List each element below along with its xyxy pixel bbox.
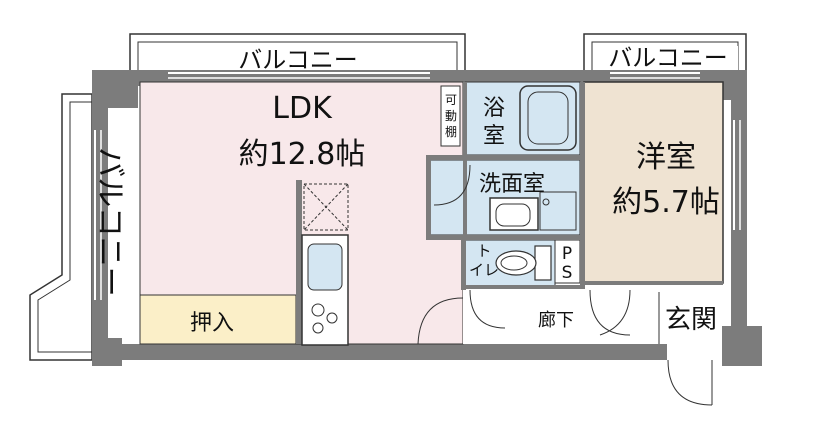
- shelf-label-2: 動: [445, 109, 457, 123]
- washroom-label: 洗面室: [479, 172, 545, 197]
- toilet-label-top: ト: [476, 242, 491, 260]
- western-room-name: 洋室: [636, 140, 696, 175]
- toilet-label-bottom: イレ: [469, 261, 499, 279]
- closet-label: 押入: [190, 311, 234, 336]
- shelf-label-1: 可: [445, 93, 457, 107]
- bathtub-icon: [519, 85, 577, 151]
- interior-walls: [296, 82, 723, 344]
- ps-label-top: P: [562, 244, 572, 264]
- balcony-top-right-label: バルコニー: [608, 44, 728, 72]
- balcony-left-label: バルコニー: [92, 147, 127, 296]
- movable-shelf: [440, 85, 461, 147]
- washbasin-icon: [489, 197, 539, 231]
- windows: [94, 72, 741, 300]
- entrance-floor: [659, 292, 722, 344]
- doors: [417, 289, 713, 406]
- shelf-label-3: 棚: [445, 124, 457, 139]
- balcony-top-left: [129, 33, 466, 75]
- kitchen-counter-icon: [301, 234, 349, 346]
- ldk-name: LDK: [272, 91, 333, 126]
- western-room-floor: [583, 81, 724, 284]
- ps-floor: [554, 239, 581, 284]
- corridor-label: 廊下: [538, 310, 574, 331]
- balcony-top-left-label: バルコニー: [238, 46, 358, 74]
- entrance-label: 玄関: [665, 305, 717, 335]
- balcony-top-right: [583, 33, 747, 75]
- ldk-size: 約12.8帖: [239, 137, 366, 172]
- fridge-space-icon: [303, 183, 349, 231]
- closet-floor: [139, 294, 297, 345]
- ps-label-bottom: S: [562, 263, 573, 283]
- bath-label-bottom: 室: [483, 124, 505, 149]
- toilet-icon: [495, 245, 552, 281]
- balcony-left: [29, 93, 93, 361]
- bath-label-top: 浴: [483, 96, 505, 121]
- western-room-size: 約5.7帖: [612, 185, 720, 220]
